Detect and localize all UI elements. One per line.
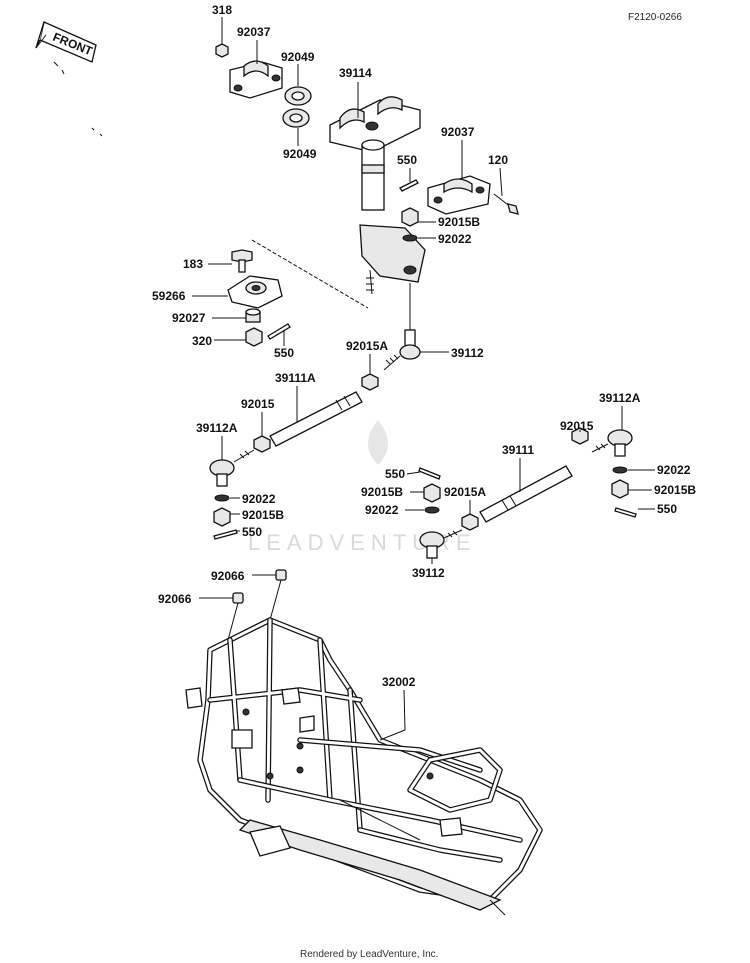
nut-320 — [245, 327, 263, 347]
label-320: 320 — [192, 334, 212, 348]
tie-rod-end-39112A-left — [209, 449, 255, 487]
bolt-120 — [493, 193, 519, 215]
bracket-59266 — [227, 275, 283, 309]
label-92015B-left: 92015B — [242, 508, 284, 522]
label-550-right: 550 — [657, 502, 677, 516]
label-550-mid: 550 — [274, 346, 294, 360]
cotter-pin-550-right — [614, 507, 637, 518]
seal-92049-a — [284, 86, 312, 106]
tie-rod-end-39112-upper — [383, 329, 421, 371]
steering-stem-39114 — [329, 96, 426, 295]
front-arrow-icon: FRONT — [35, 21, 97, 63]
label-92027: 92027 — [172, 311, 206, 325]
cotter-pin-550-center — [418, 467, 441, 480]
tie-rod-end-39112-lower — [419, 529, 463, 559]
nut-92015-left — [253, 435, 271, 453]
label-39112A-right: 39112A — [599, 391, 641, 405]
collar-92027 — [245, 308, 261, 323]
label-92022-upper: 92022 — [438, 232, 472, 246]
label-550-left: 550 — [242, 525, 262, 539]
nut-92015A-center — [461, 513, 479, 531]
cotter-pin-550-left — [213, 529, 238, 540]
nut-92015B-upper — [401, 207, 419, 227]
nut-92015B-center — [423, 483, 441, 503]
label-92022-center: 92022 — [365, 503, 399, 517]
label-120: 120 — [488, 153, 508, 167]
label-550-center: 550 — [385, 467, 405, 481]
washer-92022-upper — [402, 234, 418, 242]
label-92037-right: 92037 — [441, 125, 475, 139]
direction-dots-icon — [53, 61, 103, 137]
washer-92022-left — [214, 494, 230, 502]
label-39112A-left: 39112A — [196, 421, 238, 435]
diagram-code: F2120-0266 — [628, 12, 682, 23]
label-59266: 59266 — [152, 289, 186, 303]
label-92015B-upper: 92015B — [438, 215, 480, 229]
label-92066-a: 92066 — [211, 569, 245, 583]
washer-92022-center — [424, 506, 440, 514]
seal-92049-b — [282, 108, 310, 128]
cotter-pin-550-mid — [267, 323, 291, 340]
cotter-pin-550-upper — [399, 179, 419, 192]
label-92049-a: 92049 — [281, 50, 315, 64]
label-318: 318 — [212, 3, 232, 17]
label-550-upper: 550 — [397, 153, 417, 167]
label-92049-b: 92049 — [283, 147, 317, 161]
label-39111: 39111 — [502, 443, 534, 457]
label-32002: 32002 — [382, 675, 416, 689]
bolt-183 — [231, 249, 253, 273]
nut-318 — [215, 43, 229, 58]
label-92015A-left: 92015A — [346, 339, 388, 353]
label-92015B-right: 92015B — [654, 483, 696, 497]
label-92015-right: 92015 — [560, 419, 594, 433]
label-92015-left: 92015 — [241, 397, 275, 411]
tie-rod-end-39112A-right — [591, 429, 633, 457]
plug-92066-a — [275, 569, 287, 581]
nut-92015B-right — [611, 479, 629, 499]
clamp-92037-upper — [229, 60, 283, 99]
tie-rod-39111A — [269, 391, 363, 447]
label-39114: 39114 — [339, 66, 372, 80]
label-39112-lower: 39112 — [412, 566, 445, 580]
footer-credit: Rendered by LeadVenture, Inc. — [300, 949, 438, 960]
label-92022-left: 92022 — [242, 492, 276, 506]
label-39112-upper: 39112 — [451, 346, 484, 360]
label-92037-upper: 92037 — [237, 25, 271, 39]
label-92015B-center: 92015B — [361, 485, 403, 499]
label-39111A: 39111A — [275, 371, 316, 385]
label-92015A-center: 92015A — [444, 485, 486, 499]
nut-92015A-left — [361, 373, 379, 391]
frame-32002 — [185, 617, 543, 916]
tie-rod-39111 — [479, 465, 573, 523]
nut-92015-right — [571, 427, 589, 445]
label-183: 183 — [183, 257, 203, 271]
plug-92066-b — [232, 592, 244, 604]
washer-92022-right — [612, 466, 628, 474]
clamp-92037-right — [427, 175, 491, 215]
nut-92015B-left — [213, 507, 231, 527]
label-92066-b: 92066 — [158, 592, 192, 606]
label-92022-right: 92022 — [657, 463, 691, 477]
